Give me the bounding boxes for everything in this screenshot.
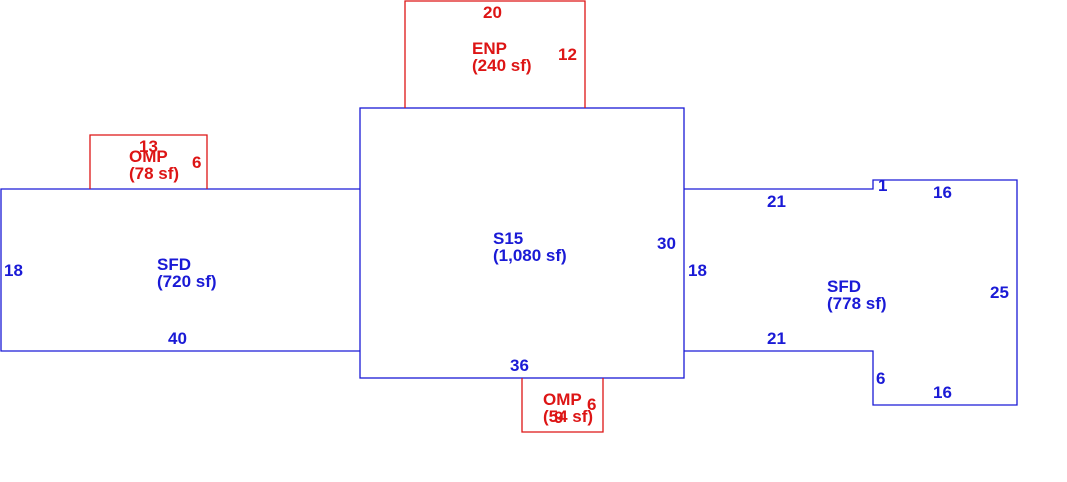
- s15-code: S15: [493, 229, 524, 248]
- dim-right-top-back: 16: [933, 183, 952, 202]
- omp-left-outline: [89, 134, 208, 189]
- enp-code: ENP: [472, 39, 507, 58]
- s15-area: (1,080 sf): [493, 246, 567, 265]
- omp-bottom-code: OMP: [543, 390, 582, 409]
- sfd-left-code: SFD: [157, 255, 191, 274]
- omp-bottom-outline: [521, 378, 604, 433]
- dim-right-step: 6: [876, 369, 886, 388]
- dim-right-top-segment: 21: [767, 192, 786, 211]
- sfd-left-area: (720 sf): [157, 272, 217, 291]
- omp-bottom-label: OMP (54 sf): [543, 391, 593, 425]
- dim-right-connect-height: 18: [688, 261, 707, 280]
- dim-omp-bottom-width: 9: [554, 408, 564, 427]
- sfd-left-label: SFD (720 sf): [157, 256, 217, 290]
- dim-enp-depth: 12: [558, 45, 577, 64]
- enp-outline: [404, 0, 586, 108]
- dim-right-bottom-back: 16: [933, 383, 952, 402]
- dim-omp-bottom-depth: 6: [587, 395, 597, 414]
- dim-right-bottom-segment: 21: [767, 329, 786, 348]
- omp-left-label: OMP (78 sf): [129, 148, 179, 182]
- dim-right-side: 25: [990, 283, 1009, 302]
- sfd-right-code: SFD: [827, 277, 861, 296]
- omp-left-code: OMP: [129, 147, 168, 166]
- sfd-left-outline: [0, 188, 360, 352]
- dim-omp-left-depth: 6: [192, 153, 202, 172]
- sfd-right-outline: [684, 179, 1018, 406]
- enp-area: (240 sf): [472, 56, 532, 75]
- omp-bottom-area: (54 sf): [543, 407, 594, 426]
- s15-label: S15 (1,080 sf): [493, 230, 567, 264]
- dim-s15-width: 36: [510, 356, 529, 375]
- dim-right-notch: 1: [878, 176, 888, 195]
- sfd-right-area: (778 sf): [827, 294, 887, 313]
- omp-left-area: (78 sf): [129, 164, 180, 183]
- sfd-right-label: SFD (778 sf): [827, 278, 887, 312]
- dim-sfd-left-height: 18: [4, 261, 23, 280]
- dim-sfd-left-width: 40: [168, 329, 187, 348]
- dim-omp-left-width: 13: [139, 137, 158, 156]
- dim-s15-height: 30: [657, 234, 676, 253]
- dim-enp-width: 20: [483, 3, 502, 22]
- enp-label: ENP (240 sf): [472, 40, 532, 74]
